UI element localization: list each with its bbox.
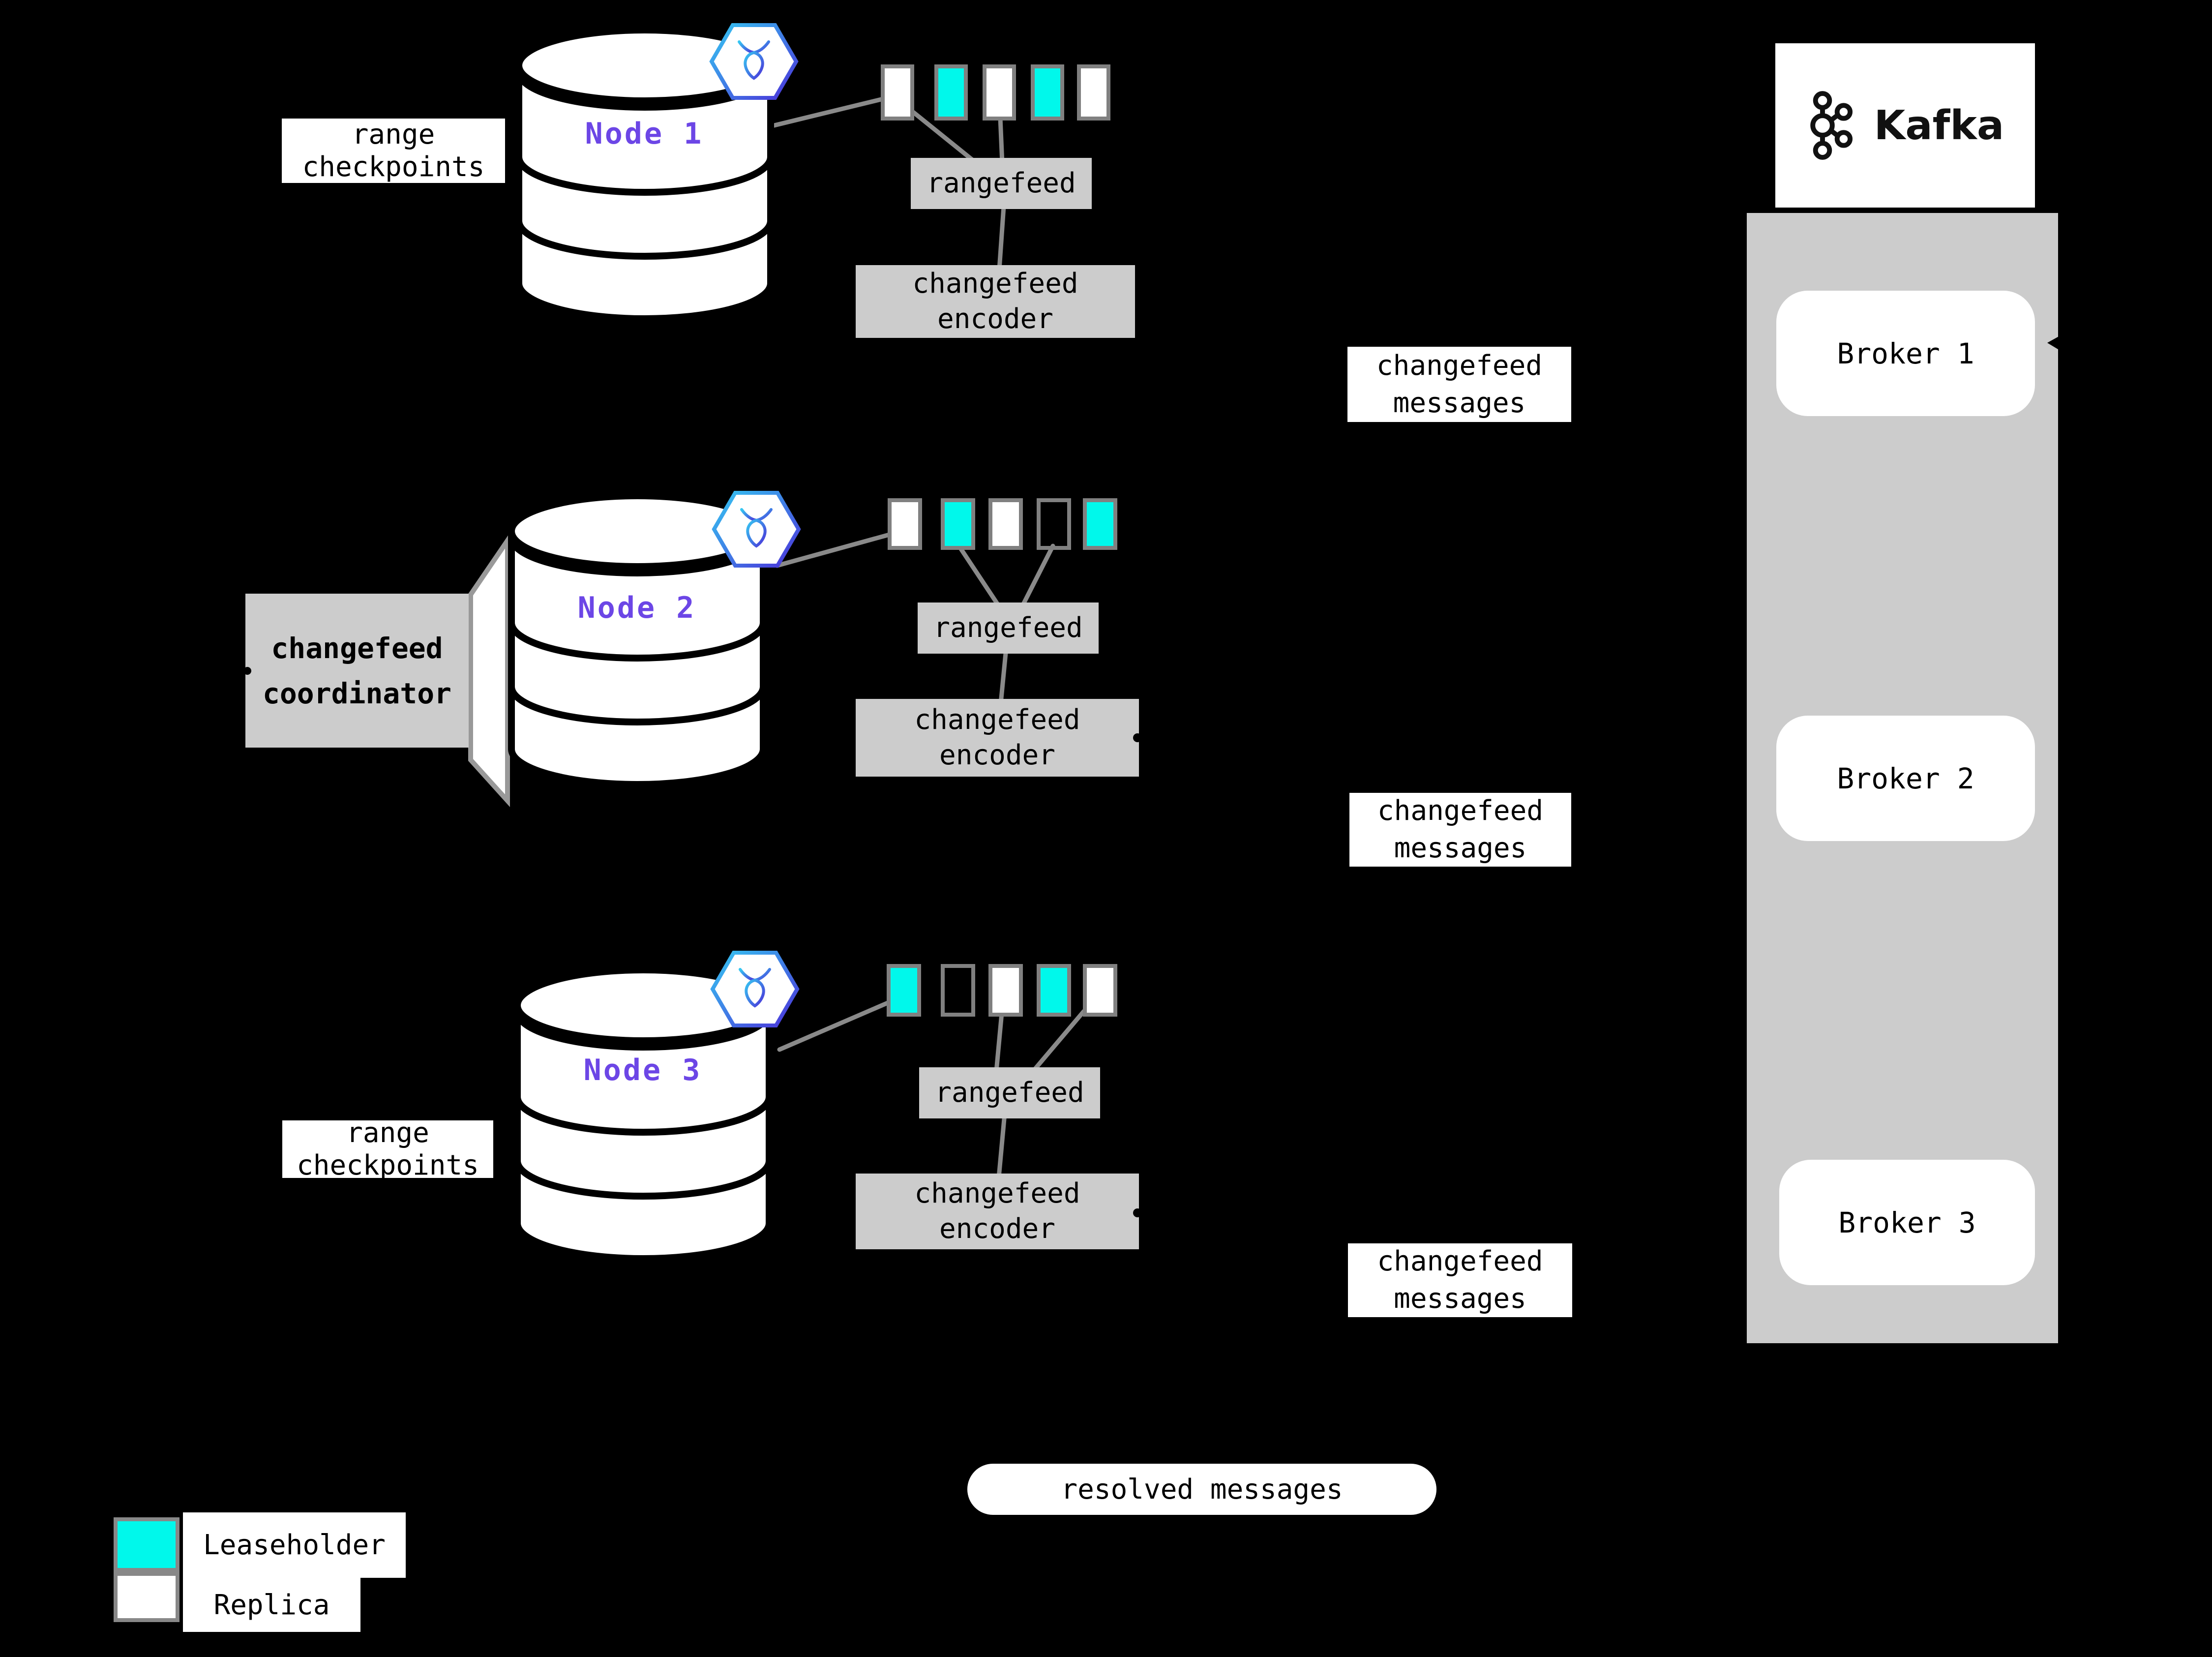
rangefeed-label: rangefeed: [911, 158, 1092, 209]
connector-line: [994, 1011, 1004, 1074]
changefeed-encoder-label: changefeed encoder: [856, 1174, 1139, 1249]
kafka-logo-icon: [1806, 89, 1860, 162]
range-leaseholder: [887, 964, 921, 1017]
range-replica: [888, 498, 922, 550]
broker-2: Broker 2: [1776, 716, 2035, 841]
range-replica: [988, 498, 1023, 550]
connector-line: [1030, 1009, 1086, 1075]
rangefeed-label: rangefeed: [918, 603, 1099, 654]
legend-replica-swatch: [114, 1572, 179, 1622]
range-leaseholder: [1031, 64, 1064, 121]
range-leaseholder: [1083, 498, 1117, 550]
connector-line: [997, 204, 1006, 272]
range-checkpoints-label: range checkpoints: [282, 119, 505, 183]
node-1-cylinder: [515, 27, 774, 322]
broker-3: Broker 3: [1779, 1160, 2035, 1285]
range-replica: [881, 64, 914, 121]
node-3-cylinder: [514, 966, 773, 1262]
cockroachdb-icon: [709, 23, 799, 100]
legend-replica-label: Replica: [183, 1578, 360, 1632]
connector-line: [996, 1111, 1007, 1180]
range-leaseholder: [1037, 964, 1071, 1017]
node-3-label: Node 3: [583, 1053, 702, 1087]
changefeed-coordinator-label: changefeed coordinator: [245, 594, 469, 748]
legend-leaseholder-swatch: [114, 1517, 179, 1572]
range-checkpoints-label: range checkpoints: [282, 1120, 493, 1178]
cockroachdb-icon: [712, 491, 801, 568]
range-replica: [988, 964, 1023, 1017]
resolved-messages-label: resolved messages: [967, 1464, 1436, 1515]
changefeed-messages-label: changefeed messages: [1347, 347, 1571, 422]
range-empty: [941, 964, 975, 1017]
cockroachdb-icon: [710, 951, 800, 1027]
range-empty: [1037, 498, 1071, 550]
range-replica: [1083, 964, 1117, 1017]
changefeed-encoder-label: changefeed encoder: [856, 265, 1135, 338]
kafka-logo-box: Kafka: [1775, 43, 2035, 208]
node-2-label: Node 2: [577, 591, 696, 625]
node-2-cylinder: [508, 492, 767, 788]
connector-line: [957, 543, 1001, 608]
range-replica: [983, 64, 1016, 121]
coordinator-flag-shape: [468, 532, 510, 807]
connector-line: [1020, 543, 1055, 608]
connector-line: [770, 96, 888, 128]
changefeed-encoder-label: changefeed encoder: [856, 699, 1139, 777]
changefeed-messages-label: changefeed messages: [1348, 1243, 1572, 1317]
range-leaseholder: [934, 64, 968, 121]
kafka-logo-text: Kafka: [1874, 102, 2004, 149]
connector-line: [998, 116, 1005, 166]
broker-1: Broker 1: [1776, 291, 2035, 416]
legend-leaseholder-label: Leaseholder: [183, 1512, 406, 1578]
connector-line: [777, 999, 894, 1052]
connector-line: [775, 532, 894, 568]
range-leaseholder: [941, 498, 975, 550]
node-1-label: Node 1: [585, 117, 704, 151]
connector-line: [998, 646, 1009, 706]
rangefeed-label: rangefeed: [919, 1067, 1100, 1118]
changefeed-messages-label: changefeed messages: [1349, 793, 1571, 867]
range-replica: [1077, 64, 1110, 121]
